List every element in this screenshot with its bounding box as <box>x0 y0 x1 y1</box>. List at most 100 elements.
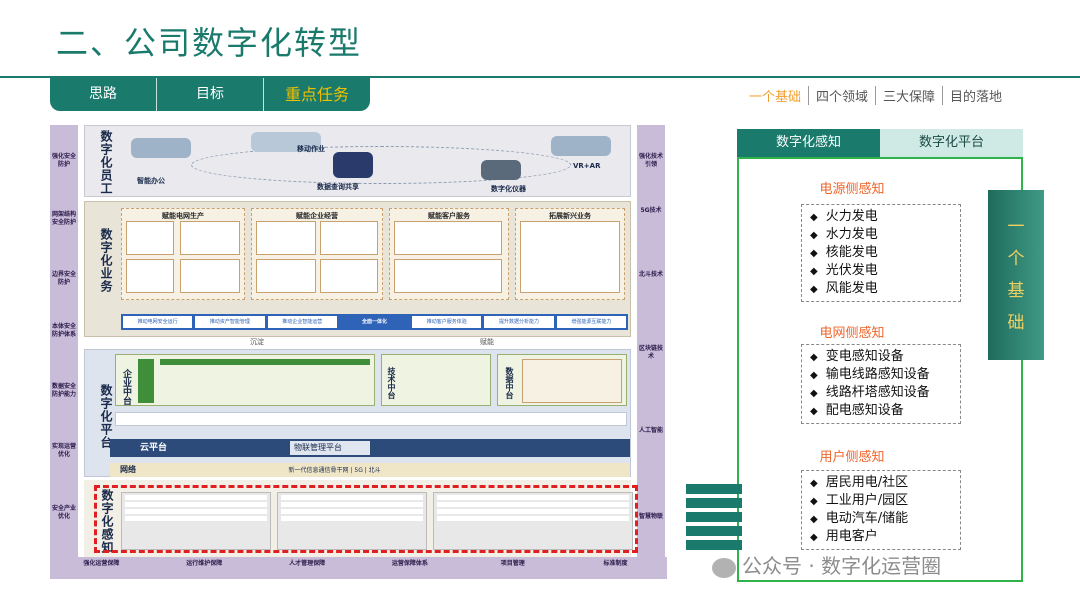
tab-digital-platform[interactable]: 数字化平台 <box>880 129 1023 157</box>
list-item: 输电线路感知设备 <box>810 366 952 384</box>
orbit-path <box>191 146 571 184</box>
side-label: 安全产业优化 <box>51 505 76 520</box>
panel-tabs: 数字化感知 数字化平台 <box>737 129 1023 157</box>
breadcrumb-item[interactable]: 三大保障 <box>875 86 942 105</box>
biz-cell <box>180 221 240 255</box>
tab-goals[interactable]: 目标 <box>157 78 264 111</box>
biz-cell <box>520 221 620 293</box>
list-item: 居民用电/社区 <box>810 474 952 492</box>
biz-cell <box>180 259 240 293</box>
side-label: 网架结构安全防护 <box>51 211 76 226</box>
sensing-row <box>125 509 267 514</box>
sensing-card <box>433 492 633 550</box>
architecture-diagram: 强化安全防护 网架结构安全防护 边界安全防护 本体安全防护体系 数据安全防护能力… <box>50 125 667 583</box>
watermark: 公众号 · 数字化运营圈 <box>712 550 941 579</box>
section-title-grid: 电网侧感知 <box>819 326 885 341</box>
biz-group: 赋能电网生产 <box>121 208 245 300</box>
network-bar: 网络 新一代信息通信骨干网 | 5G | 北斗 <box>110 463 630 477</box>
tab-digital-sensing[interactable]: 数字化感知 <box>737 129 880 157</box>
biz-group-title: 赋能客户服务 <box>428 212 470 220</box>
instrument-icon <box>481 160 521 180</box>
network-label: 网络 <box>120 465 136 474</box>
device-label: 数字化仪器 <box>491 185 526 193</box>
data-center-box: 数据中台 <box>497 354 627 406</box>
biz-group: 赋能企业经营 <box>251 208 383 300</box>
side-label: 人工智能 <box>638 427 663 434</box>
sensing-highlight-box <box>94 485 638 553</box>
band-label: 数字化平台 <box>99 384 113 449</box>
biz-cell <box>394 221 502 255</box>
center-header <box>160 359 370 365</box>
sensing-row <box>281 502 423 507</box>
sensing-row <box>437 502 629 507</box>
side-label: 数据安全防护能力 <box>51 383 76 398</box>
layer-stack-icon <box>686 484 742 554</box>
list-item: 用电客户 <box>810 528 952 546</box>
bottom-support-bar: 强化运营保障 运行维护保障 人才管理保障 运营保障体系 项目管理 标准制度 <box>50 557 667 579</box>
foundation-banner: 一 个 基 础 <box>988 190 1044 360</box>
server-icon <box>333 152 373 178</box>
title-divider <box>0 76 1080 78</box>
bottom-label: 项目管理 <box>500 560 525 567</box>
platform-band: 数字化平台 企业中台 技术中台 数据中台 <box>84 349 631 477</box>
side-label: 边界安全防护 <box>51 271 76 286</box>
side-label: 5G技术 <box>640 207 662 214</box>
section-title-user: 用户侧感知 <box>819 450 885 465</box>
side-label: 区块链技术 <box>638 345 663 360</box>
biz-cell <box>320 221 378 255</box>
biz-group: 赋能客户服务 <box>389 208 509 300</box>
source-side-list: 火力发电 水力发电 核能发电 光伏发电 风能发电 <box>801 204 961 302</box>
network-desc: 新一代信息通信骨干网 | 5G | 北斗 <box>288 467 381 474</box>
device-label: 智能办公 <box>137 177 165 185</box>
biz-cell <box>126 259 174 293</box>
biz-group-title: 赋能电网生产 <box>162 212 204 220</box>
cloud-platform: 云平台 <box>110 439 630 457</box>
sensing-row <box>281 516 423 521</box>
watermark-text: 公众号 · 数字化运营圈 <box>742 554 942 578</box>
biz-cell <box>394 259 502 293</box>
side-label: 强化技术引领 <box>638 153 663 168</box>
iot-platform: 物联管理平台 <box>290 441 370 455</box>
tab-approach[interactable]: 思路 <box>50 78 157 111</box>
breadcrumb-item[interactable]: 目的落地 <box>942 86 1009 105</box>
biz-cell <box>320 259 378 293</box>
foundation-char: 基 <box>1007 281 1025 301</box>
platform-service-strip <box>115 412 627 426</box>
device-label: 移动作业 <box>297 145 325 153</box>
breadcrumb-item[interactable]: 一个基础 <box>749 90 802 105</box>
tab-key-tasks[interactable]: 重点任务 <box>284 85 349 104</box>
user-side-list: 居民用电/社区 工业用户/园区 电动汽车/储能 用电客户 <box>801 470 961 550</box>
data-center-label: 数据中台 <box>505 367 514 399</box>
bottom-label: 人才管理保障 <box>289 560 326 567</box>
wechat-icon <box>712 557 736 578</box>
vr-ar-icon <box>551 136 611 156</box>
biz-group-title: 赋能企业经营 <box>296 212 338 220</box>
biz-cell <box>256 221 316 255</box>
side-label: 强化安全防护 <box>51 153 76 168</box>
sensing-row <box>437 516 629 521</box>
sensing-row <box>125 495 267 500</box>
biz-group: 拓展新兴业务 <box>515 208 625 300</box>
office-device-icon <box>131 138 191 158</box>
strip-cell: 增强能源互联能力 <box>556 316 626 328</box>
list-item: 变电感知设备 <box>810 348 952 366</box>
strip-cell: 推动客户服务体验 <box>412 316 482 328</box>
sensing-card <box>121 492 271 550</box>
tech-center-label: 技术中台 <box>387 367 396 399</box>
breadcrumb-item[interactable]: 四个领域 <box>808 86 875 105</box>
employee-devices: 智能办公 移动作业 数据查询共享 VR+AR 数字化仪器 <box>121 130 626 193</box>
device-label: 数据查询共享 <box>317 183 359 191</box>
bottom-label: 运行维护保障 <box>186 560 223 567</box>
side-label: 实现运营优化 <box>51 443 76 458</box>
list-item: 电动汽车/储能 <box>810 510 952 528</box>
band-label: 数字化业务 <box>99 228 113 293</box>
foundation-char: 一 <box>1007 217 1025 237</box>
strip-cell: 推动电网安全运行 <box>123 316 193 328</box>
band-label: 数字化员工 <box>99 130 113 195</box>
list-item: 光伏发电 <box>810 262 952 280</box>
grid-side-list: 变电感知设备 输电线路感知设备 线路杆塔感知设备 配电感知设备 <box>801 344 961 424</box>
side-label: 北斗技术 <box>638 271 663 278</box>
data-center-grid <box>522 359 622 403</box>
biz-capability-strip: 推动电网安全运行 推动资产智能管理 推动企业智能运营 全面一体化 推动客户服务体… <box>121 314 628 330</box>
strip-cell: 全面一体化 <box>339 316 410 328</box>
